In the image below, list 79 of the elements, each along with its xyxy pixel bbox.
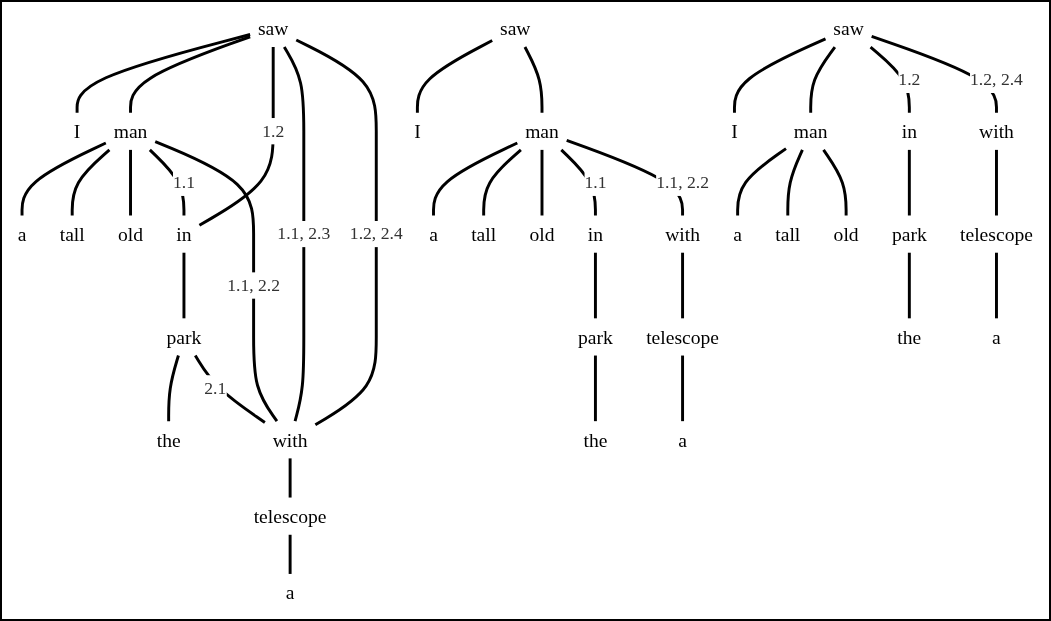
edge-label: 1.2 bbox=[262, 120, 285, 141]
node-text: the bbox=[156, 428, 181, 451]
connector bbox=[594, 252, 598, 319]
connector bbox=[809, 46, 837, 113]
node-text: I bbox=[731, 120, 738, 143]
node-text: tall bbox=[59, 223, 85, 245]
node-text: a bbox=[678, 428, 688, 451]
node-text: with bbox=[272, 428, 308, 451]
edge-label: 1.2, 2.4 bbox=[970, 69, 1024, 90]
connector bbox=[908, 149, 911, 216]
connector bbox=[681, 355, 685, 422]
connector bbox=[154, 140, 279, 422]
node-text: saw bbox=[258, 17, 289, 40]
connector bbox=[70, 148, 111, 216]
edge-label: 1.2, 2.4 bbox=[350, 223, 403, 244]
connector bbox=[566, 138, 685, 216]
node-text: tall bbox=[471, 223, 497, 245]
edge-label: 1.2 bbox=[898, 69, 921, 90]
node-text: a bbox=[733, 223, 743, 245]
connector bbox=[594, 355, 598, 422]
node-text: a bbox=[17, 223, 27, 245]
connector bbox=[182, 252, 186, 319]
node-text: old bbox=[118, 223, 144, 245]
connector bbox=[733, 37, 827, 113]
edge-label: 2.1 bbox=[204, 378, 227, 398]
node-text: old bbox=[529, 223, 555, 245]
node-text: man bbox=[794, 120, 828, 143]
connector bbox=[283, 46, 306, 422]
edge-label: 1.1 bbox=[173, 172, 196, 192]
node-text: a bbox=[429, 223, 439, 245]
node-text: a bbox=[992, 326, 1002, 348]
node-text: I bbox=[414, 120, 421, 143]
node-text: old bbox=[833, 223, 859, 245]
node-text: saw bbox=[833, 17, 864, 40]
node-text: the bbox=[583, 428, 608, 451]
connector bbox=[167, 355, 181, 422]
connector bbox=[786, 149, 804, 216]
connector bbox=[75, 33, 251, 113]
connector bbox=[681, 252, 685, 319]
node-text: in bbox=[588, 223, 604, 245]
connector bbox=[540, 149, 544, 216]
connector bbox=[288, 458, 292, 498]
connector bbox=[432, 141, 519, 216]
node-text: park bbox=[892, 223, 927, 245]
node-text: man bbox=[113, 120, 148, 143]
edge-label: 1.1, 2.3 bbox=[277, 223, 331, 244]
connector bbox=[288, 534, 292, 574]
connector bbox=[482, 148, 523, 216]
node-text: in bbox=[901, 120, 918, 143]
node-text: tall bbox=[775, 223, 801, 245]
node-text: with bbox=[665, 223, 701, 245]
connector bbox=[736, 147, 788, 216]
node-text: with bbox=[979, 120, 1015, 143]
edge-label: 1.1, 2.2 bbox=[227, 275, 281, 295]
node-text: park bbox=[166, 326, 202, 348]
connector bbox=[995, 149, 999, 216]
node-text: saw bbox=[500, 17, 531, 40]
connector bbox=[908, 252, 911, 319]
connector bbox=[20, 141, 107, 216]
node-text: telescope bbox=[253, 505, 327, 527]
connector bbox=[129, 35, 251, 113]
connector bbox=[198, 47, 275, 227]
edge-label: 1.1, 2.2 bbox=[656, 172, 710, 192]
connector bbox=[822, 149, 848, 216]
connector bbox=[129, 149, 133, 216]
connector bbox=[295, 38, 378, 426]
node-text: telescope bbox=[646, 326, 720, 348]
connector bbox=[416, 39, 494, 113]
node-text: I bbox=[74, 120, 81, 143]
node-text: park bbox=[578, 326, 614, 348]
connector bbox=[523, 46, 544, 113]
connector bbox=[995, 252, 999, 319]
node-text: in bbox=[176, 223, 192, 245]
connector bbox=[194, 354, 266, 424]
node-text: the bbox=[897, 326, 922, 348]
node-text: a bbox=[285, 581, 295, 604]
node-text: telescope bbox=[960, 223, 1034, 245]
edge-label: 1.1 bbox=[584, 172, 607, 192]
node-text: man bbox=[525, 120, 560, 143]
